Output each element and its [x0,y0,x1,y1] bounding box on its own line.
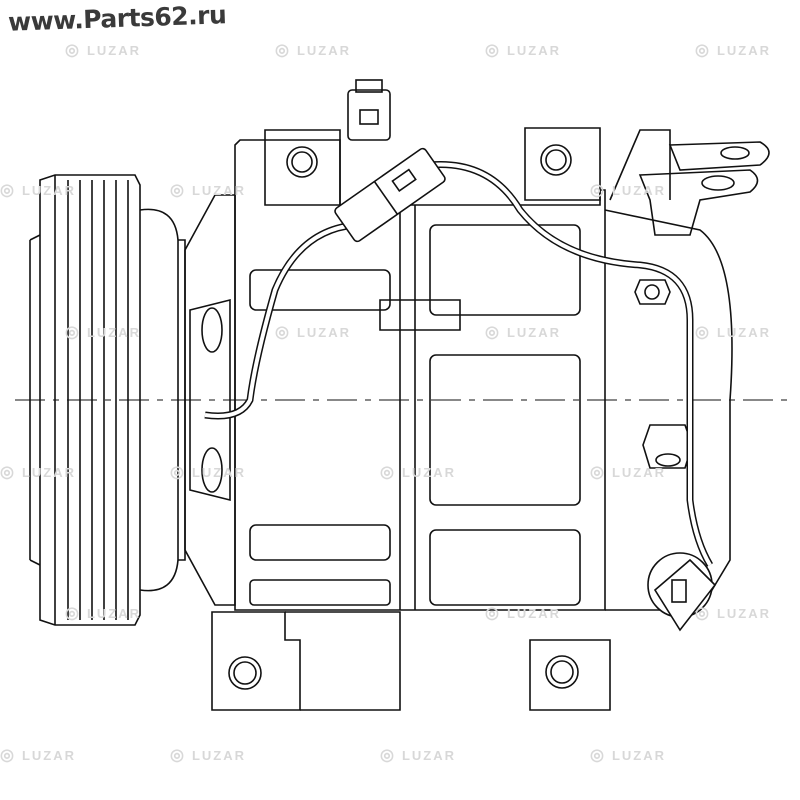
harness-connector [334,147,446,243]
luzar-watermark: LUZAR [0,745,76,765]
mounting-ear-top-right [524,127,601,201]
luzar-watermark: LUZAR [0,180,76,200]
wire-harness [204,221,356,420]
luzar-watermark: LUZAR [65,603,141,623]
luzar-watermark: LUZAR [170,462,246,482]
hex-bolt-upper [634,279,671,305]
luzar-watermark: LUZAR [695,322,771,342]
luzar-watermark: LUZAR [0,462,76,482]
luzar-watermark: LUZAR [590,462,666,482]
luzar-watermark: LUZAR [380,745,456,765]
luzar-watermark: LUZAR [65,40,141,60]
pulley [29,174,141,626]
luzar-watermark: LUZAR [275,40,351,60]
top-connector [347,79,391,141]
luzar-watermark: LUZAR [275,322,351,342]
compressor-body [234,139,606,611]
luzar-watermark: LUZAR [380,462,456,482]
mounting-ear-bottom-right [529,639,611,711]
service-fittings [638,141,770,236]
side-connector [647,552,717,632]
luzar-watermark: LUZAR [65,322,141,342]
luzar-watermark: LUZAR [485,603,561,623]
luzar-watermark: LUZAR [590,180,666,200]
clutch-plate [139,208,179,592]
luzar-watermark: LUZAR [695,40,771,60]
mounting-ear-top-left [264,129,341,206]
luzar-watermark: LUZAR [485,40,561,60]
luzar-watermark: LUZAR [485,322,561,342]
luzar-watermark: LUZAR [170,745,246,765]
hex-bolt-lower [642,424,693,469]
luzar-watermark: LUZAR [170,180,246,200]
luzar-watermark: LUZAR [695,603,771,623]
luzar-watermark: LUZAR [590,745,666,765]
rear-housing [604,209,733,611]
mounting-ear-bottom-left [211,611,301,711]
